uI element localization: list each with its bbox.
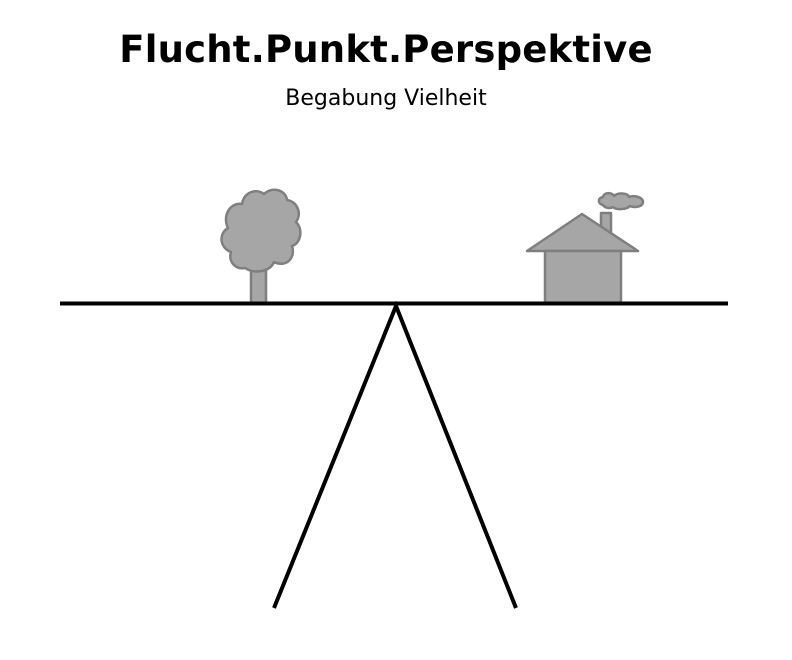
vanishing-lines xyxy=(272,300,518,609)
house-body xyxy=(543,249,623,306)
house-roof xyxy=(525,212,640,253)
tree-crown xyxy=(220,188,302,273)
house-icon xyxy=(525,191,645,306)
page-subtitle: Begabung Vielheit xyxy=(285,86,487,111)
house-smoke xyxy=(597,191,645,211)
tree-icon xyxy=(220,188,302,306)
page-title: Flucht.Punkt.Perspektive xyxy=(119,28,653,71)
